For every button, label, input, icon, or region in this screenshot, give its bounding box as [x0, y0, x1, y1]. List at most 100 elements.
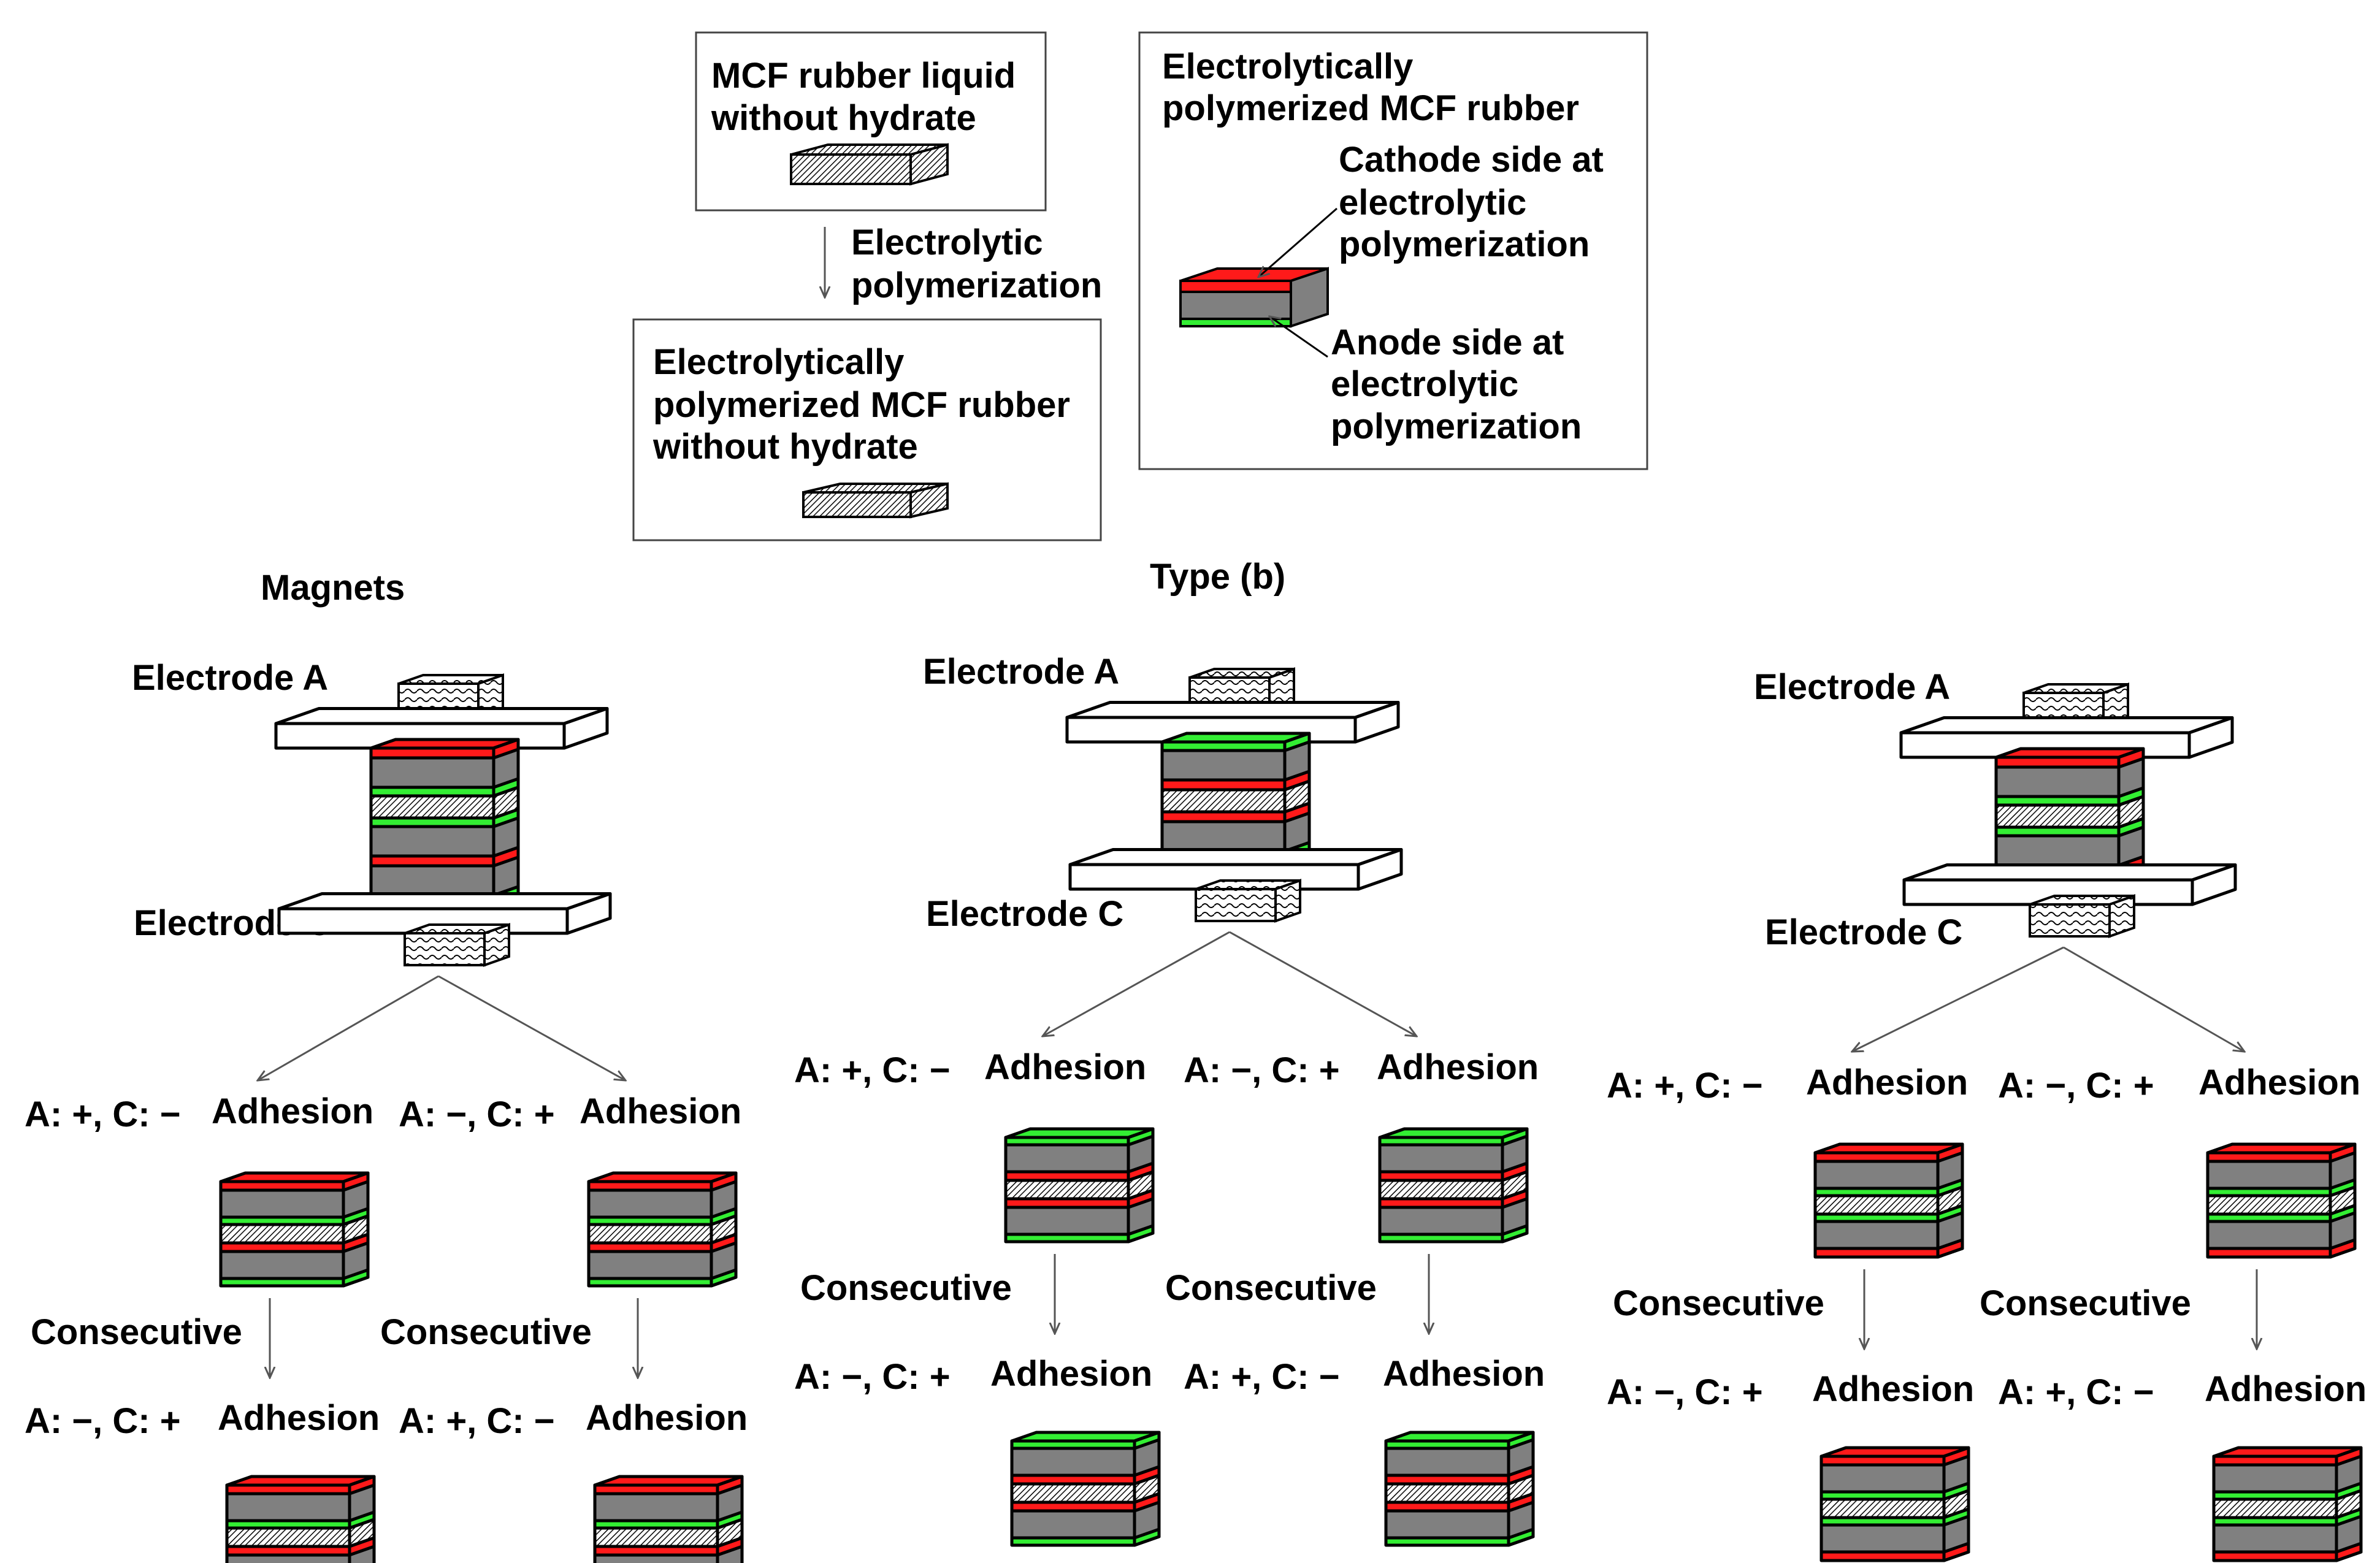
stack-side-layer-red [1936, 1142, 1964, 1163]
electrode-a-plate-top [1899, 716, 2234, 735]
stack-layer-hatch [1004, 1179, 1130, 1201]
stack-side-layer-red [710, 1232, 738, 1253]
stack-side-layer-red [342, 1232, 370, 1253]
electrode-c-plate-side [565, 892, 612, 935]
stack-layer-red [2212, 1550, 2338, 1562]
adhesion-label: Adhesion [1812, 1369, 1974, 1409]
stack-layer-gray [2206, 1220, 2332, 1250]
adhesion-label: Adhesion [1806, 1063, 1968, 1103]
stack-layer-gray [1160, 749, 1287, 782]
split-arrow-right [2063, 946, 2244, 1052]
stack-layer-gray [1378, 1143, 1504, 1174]
stack-side-layer-red [492, 738, 520, 760]
stack-layer-gray [1010, 1509, 1136, 1540]
stack-side-layer-red [2328, 1238, 2357, 1259]
electrode-c-plate-side [1356, 848, 1403, 891]
stack-side-layer-red [2335, 1542, 2363, 1562]
legend-liquid-box: MCF rubber liquid without hydrate [695, 31, 1047, 212]
stack-layer-red [1819, 1550, 1946, 1562]
stack-side-layer-green [710, 1268, 738, 1288]
stack-layer-green [1378, 1232, 1504, 1244]
polarity-label: A: +, C: − [794, 1050, 951, 1090]
stack-side-layer-red [1283, 801, 1311, 824]
stack-layer-red [1813, 1247, 1940, 1259]
polarity-label: A: +, C: − [1184, 1357, 1340, 1397]
stack-layer-hatch [587, 1223, 713, 1245]
stack-layer-gray [1813, 1160, 1940, 1190]
legend-electrode-sides-box: Electrolytically polymerized MCF rubber … [1138, 31, 1648, 470]
magnet-front [2029, 903, 2111, 938]
stack-side-layer-green [1942, 1507, 1970, 1527]
consecutive-label: Consecutive [380, 1312, 592, 1352]
stack-layer-gray [587, 1250, 713, 1280]
adhesion-label: Adhesion [1383, 1354, 1545, 1394]
stack-side-layer-red [2335, 1446, 2363, 1467]
legend-hydrate-title: Electrolytically polymerized MCF rubber [1162, 47, 1579, 128]
legend-polymerized-label: Electrolytically polymerized MCF rubber … [652, 342, 1080, 467]
stack-layer-gray [587, 1188, 713, 1219]
stack-layer-gray [593, 1492, 719, 1523]
adhesion-label: Adhesion [580, 1091, 741, 1131]
stack-side-layer-red [1501, 1188, 1529, 1209]
stack-layer-gray [2212, 1463, 2338, 1494]
polymerized-sample [802, 482, 949, 519]
legend-anode-label: Anode side at electrolytic polymerizatio… [1331, 323, 1582, 446]
cathode-pointer [1258, 207, 1337, 277]
stack-layer-gray [1384, 1509, 1510, 1540]
stack-layer-gray [2206, 1160, 2332, 1190]
liquid-sample [790, 143, 949, 186]
adhesion-label: Adhesion [984, 1047, 1146, 1087]
stack-layer-green [1004, 1232, 1130, 1244]
stack-layer-hatch [2206, 1194, 2332, 1216]
magnet-side [1274, 879, 1301, 923]
stack-side-layer-red [716, 1475, 744, 1496]
stack-side-layer-green [492, 808, 520, 828]
electrode-side-sample [1179, 267, 1329, 328]
magnets-label: Magnets [261, 568, 405, 608]
stack-side-layer-green [2117, 817, 2145, 838]
stack-layer-hatch [225, 1526, 351, 1548]
electrode-a-plate-top [274, 707, 609, 725]
electrode-a-label: Electrode A [132, 658, 328, 698]
stack-layer-red [2206, 1247, 2332, 1259]
adhesion-label: Adhesion [212, 1091, 373, 1131]
consecutive-label: Consecutive [1980, 1283, 2191, 1323]
process-label: Electrolytic polymerization [851, 223, 1102, 305]
type-label: Type (b) [1150, 557, 1285, 597]
stack-side-layer-green [1283, 732, 1311, 752]
stack-layer-gray [369, 825, 496, 858]
stack-layer-hatch [1994, 803, 2121, 829]
polarity-label: A: +, C: − [1998, 1372, 2154, 1412]
stack-side-layer-red [348, 1475, 376, 1496]
legend-liquid-label: MCF rubber liquid without hydrate [711, 56, 1025, 138]
stack-layer-gray [1813, 1220, 1940, 1250]
electrode-c-label: Electrode C [1765, 912, 1962, 952]
consecutive-label: Consecutive [1613, 1283, 1824, 1323]
stack-side-layer-red [2117, 747, 2145, 769]
stack-layer-gray [593, 1553, 719, 1563]
stack-layer-green [587, 1277, 713, 1288]
stack-layer-gray [1819, 1523, 1946, 1554]
stack-layer-hatch [1819, 1497, 1946, 1519]
polarity-label: A: −, C: + [1998, 1066, 2154, 1106]
legend-polymerized-box: Electrolytically polymerized MCF rubber … [632, 318, 1102, 541]
stack-side-layer-red [1942, 1542, 1970, 1562]
stack-layer-hatch [1813, 1194, 1940, 1216]
stack-side-layer-green [1507, 1431, 1535, 1450]
polarity-label: A: −, C: + [1607, 1372, 1763, 1412]
legend-cathode-label: Cathode side at electrolytic polymerizat… [1339, 140, 1613, 264]
stack-side-layer-green [1936, 1204, 1964, 1223]
adhesion-label: Adhesion [586, 1398, 748, 1438]
electrode-c-plate-side [2191, 863, 2237, 906]
stack-side-layer-green [1501, 1224, 1529, 1244]
magnet-front [404, 932, 486, 966]
stack-layer-gray [1004, 1206, 1130, 1236]
magnet-side [2108, 894, 2135, 938]
